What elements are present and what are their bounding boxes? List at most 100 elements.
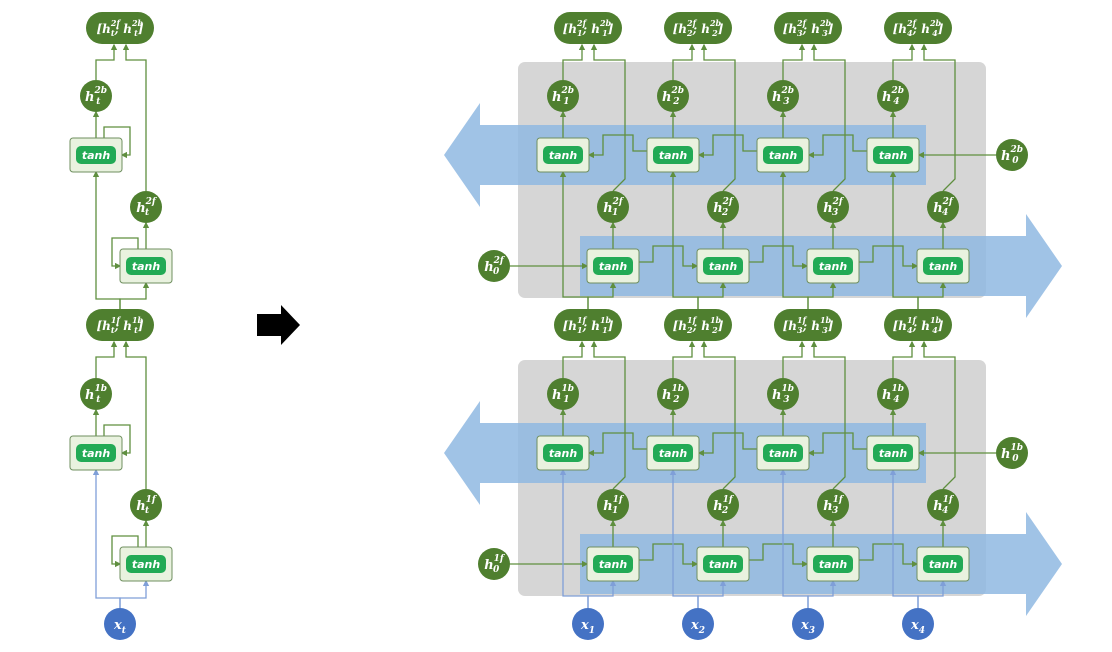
- input-node-circle: [792, 608, 824, 640]
- forward-recurrent-link: [749, 245, 809, 270]
- backward-cell-layer1-t3: tanh: [756, 435, 810, 471]
- state-to-concat-link: [672, 43, 696, 80]
- background-layer: [444, 62, 1062, 616]
- input-to-forward-cell-link: [807, 579, 837, 608]
- state-to-concat-link: [700, 340, 736, 490]
- state-to-concat-link: [782, 43, 806, 80]
- input-node-label: x3: [800, 618, 815, 636]
- tanh-activation: [126, 257, 166, 275]
- tanh-activation: [873, 444, 913, 462]
- backward-recurrent-link: [697, 432, 757, 457]
- tanh-activation: [76, 444, 116, 462]
- tanh-label: tanh: [879, 149, 908, 162]
- input-node-t3: x3: [792, 608, 824, 640]
- tanh-label: tanh: [549, 149, 578, 162]
- tanh-label: tanh: [549, 447, 578, 460]
- left-forward-self-loop: [111, 535, 139, 568]
- state-node-circle: [547, 378, 579, 410]
- state-node-circle: [80, 378, 112, 410]
- state-node-circle: [996, 437, 1028, 469]
- state-node-circle: [927, 191, 959, 223]
- concat-node-pill: [554, 12, 622, 44]
- concat-node-pill: [884, 309, 952, 341]
- tanh-label: tanh: [82, 149, 111, 162]
- backward-recurrent-link: [807, 432, 867, 457]
- input-node-t4: x4: [902, 608, 934, 640]
- tanh-label: tanh: [599, 260, 628, 273]
- forward-cell-layer1-t3: tanh: [806, 546, 860, 582]
- forward-recurrent-link: [639, 245, 699, 270]
- concat-node-pill: [884, 12, 952, 44]
- input-to-forward-cell-link: [697, 281, 727, 309]
- left-input-node: xt: [104, 608, 136, 640]
- left-input-to-backward-cell-link: [92, 170, 121, 309]
- backward-recurrent-link: [807, 134, 867, 159]
- state-to-concat-link: [892, 43, 916, 80]
- concat-node-pill: [664, 12, 732, 44]
- forward-cell-layer1-t4: tanh: [916, 546, 970, 582]
- transform-arrow-icon: [257, 305, 300, 345]
- state-node-circle: [130, 191, 162, 223]
- state-to-concat-link: [810, 340, 846, 490]
- input-node-circle: [902, 608, 934, 640]
- tanh-label: tanh: [819, 558, 848, 571]
- state-node-circle: [877, 378, 909, 410]
- tanh-activation: [703, 555, 743, 573]
- input-node-t1: x1: [572, 608, 604, 640]
- forward-recurrent-link: [749, 543, 809, 568]
- state-to-concat-link: [700, 43, 736, 192]
- input-node-circle: [104, 608, 136, 640]
- backward-cell-layer2-t3: tanh: [756, 137, 810, 173]
- forward-recurrent-link: [639, 543, 699, 568]
- left-backward-cell-layer2: tanh: [69, 137, 123, 173]
- forward-cell-layer1-t2: tanh: [696, 546, 750, 582]
- left-forward-cell-layer1: tanh: [119, 546, 173, 582]
- state-node-circle: [597, 489, 629, 521]
- input-to-forward-cell-link: [587, 579, 617, 608]
- backward-recurrent-link: [697, 134, 757, 159]
- tanh-label: tanh: [599, 558, 628, 571]
- tanh-activation: [543, 146, 583, 164]
- tanh-label: tanh: [659, 447, 688, 460]
- left-input-to-forward-cell-link: [119, 579, 150, 608]
- tanh-activation: [593, 257, 633, 275]
- state-to-concat-link: [892, 340, 916, 378]
- forward-cell-layer2-t1: tanh: [586, 248, 640, 284]
- forward-cell-layer2-t3: tanh: [806, 248, 860, 284]
- tanh-activation: [543, 444, 583, 462]
- state-node-circle: [547, 80, 579, 112]
